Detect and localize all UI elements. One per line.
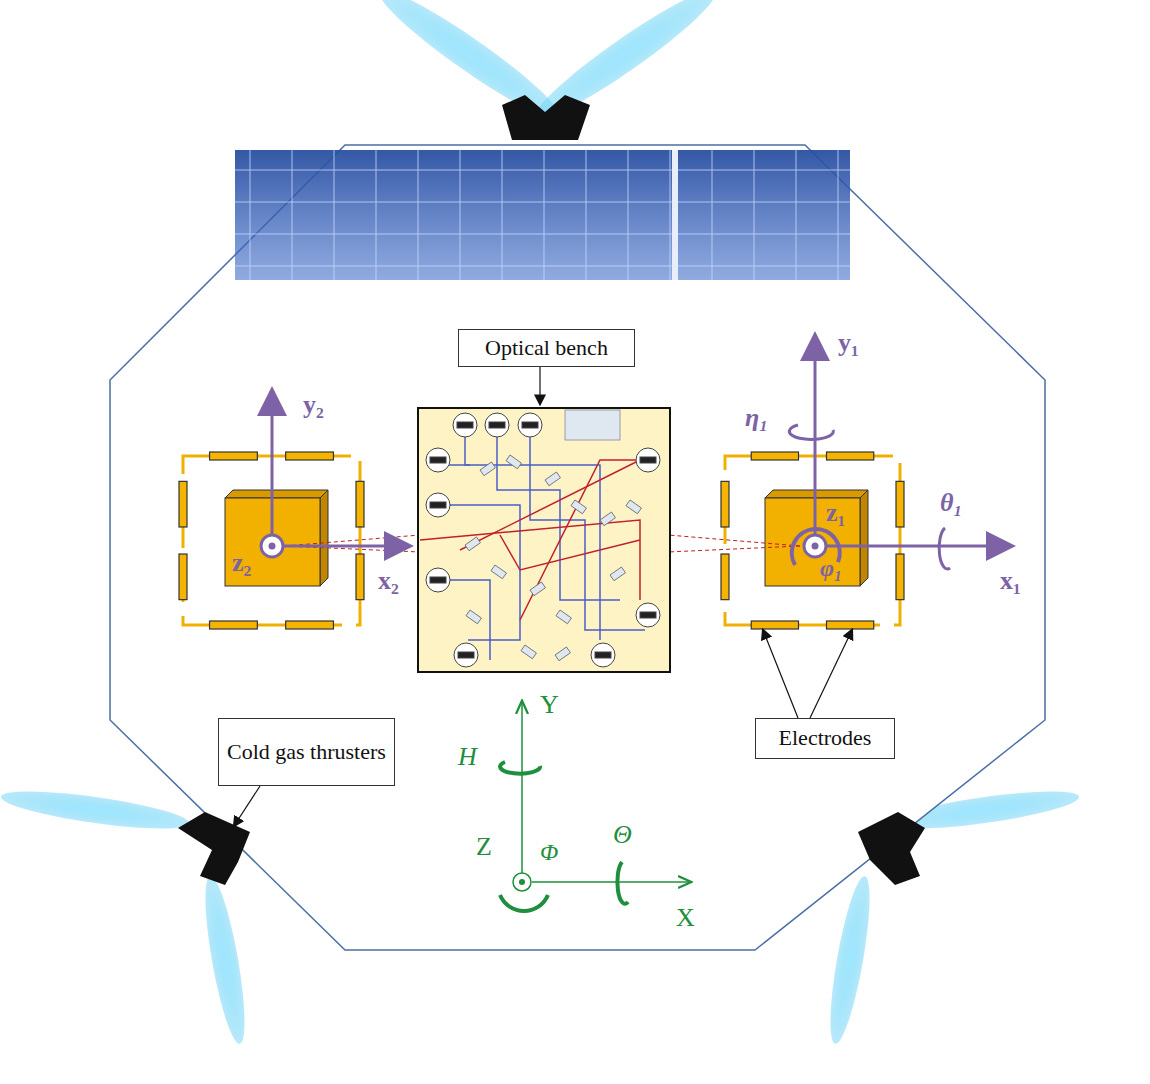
- test-mass-axis-label: θ₁: [940, 490, 963, 516]
- callout-box: Cold gas thrusters: [218, 718, 395, 786]
- test-mass-axis-label: z₂: [232, 550, 251, 576]
- optical-bench: [418, 408, 670, 672]
- frame-axis-label: Y: [540, 692, 559, 718]
- frame-axis-label: X: [676, 905, 695, 931]
- frame-axis-label: Φ: [540, 840, 558, 864]
- frame-axis-label: Z: [476, 834, 492, 860]
- test-mass-2: [225, 490, 328, 586]
- test-mass-axis-label: y₁: [838, 330, 859, 356]
- test-mass-axis-label: φ₁: [820, 556, 842, 580]
- callout-box: Optical bench: [458, 329, 635, 367]
- test-mass-axis-label: x₁: [1000, 568, 1021, 594]
- test-mass-axis-label: y₂: [303, 392, 324, 418]
- frame-axis-label: Θ: [613, 822, 632, 848]
- frame-axis-label: H: [458, 744, 477, 770]
- callout-text: Cold gas thrusters: [227, 739, 386, 765]
- test-mass-housing-1: [725, 456, 900, 625]
- test-mass-axis-label: x₂: [378, 568, 399, 594]
- test-mass-axis-label: η₁: [745, 405, 768, 431]
- callout-text: Electrodes: [779, 725, 872, 751]
- solar-panel: [235, 150, 850, 280]
- callout-text: Optical bench: [485, 335, 608, 361]
- test-mass-axis-label: z₁: [826, 500, 845, 526]
- callout-box: Electrodes: [755, 718, 895, 759]
